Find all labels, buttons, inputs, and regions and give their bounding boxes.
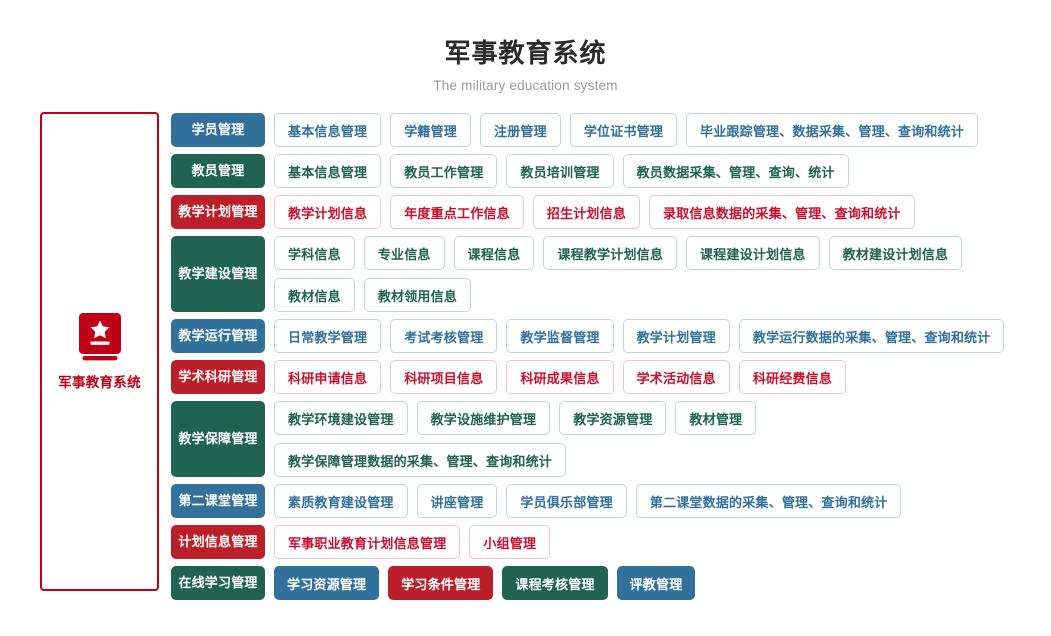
item-button[interactable]: 科研成果信息 [506,360,614,395]
item-button[interactable]: 教员培训管理 [506,154,614,189]
category-button[interactable]: 教员管理 [171,154,265,189]
page-title: 军事教育系统 [444,38,607,68]
item-button[interactable]: 考试考核管理 [390,319,498,354]
item-button[interactable]: 教学保障管理数据的采集、管理、查询和统计 [274,443,567,478]
category-row: 教学保障管理教学环境建设管理教学设施维护管理教学资源管理教材管理教学保障管理数据… [171,401,1051,478]
item-button[interactable]: 学科信息 [274,236,355,271]
item-button[interactable]: 注册管理 [480,113,561,148]
item-button[interactable]: 专业信息 [363,236,445,271]
item-button[interactable]: 日常教学管理 [274,319,382,354]
item-button[interactable]: 教员工作管理 [390,154,498,189]
category-row: 学员管理基本信息管理学籍管理注册管理学位证书管理毕业跟踪管理、数据采集、管理、查… [171,113,1051,148]
item-button[interactable]: 招生计划信息 [532,195,641,230]
item-button[interactable]: 科研项目信息 [390,360,498,395]
brand-panel: 军事教育系统 [40,112,159,592]
item-button[interactable]: 学位证书管理 [569,113,678,148]
item-button[interactable]: 素质教育建设管理 [274,484,408,519]
item-button[interactable]: 年度重点工作信息 [390,195,524,230]
item-button-group: 教学环境建设管理教学设施维护管理教学资源管理教材管理教学保障管理数据的采集、管理… [274,401,1051,478]
item-button-group: 教学计划信息年度重点工作信息招生计划信息录取信息数据的采集、管理、查询和统计 [274,195,1051,230]
item-button[interactable]: 教学资源管理 [559,401,667,436]
item-button[interactable]: 小组管理 [469,525,551,560]
item-button[interactable]: 课程信息 [453,236,535,271]
item-button-group: 基本信息管理教员工作管理教员培训管理教员数据采集、管理、查询、统计 [274,154,1051,189]
page-subtitle: The military education system [433,78,618,94]
category-button[interactable]: 计划信息管理 [171,525,265,560]
item-button[interactable]: 第二课堂数据的采集、管理、查询和统计 [635,484,902,519]
item-button[interactable]: 教材建设计划信息 [828,236,963,271]
item-button[interactable]: 学员俱乐部管理 [506,484,627,519]
category-rows: 学员管理基本信息管理学籍管理注册管理学位证书管理毕业跟踪管理、数据采集、管理、查… [171,112,1051,601]
item-button[interactable]: 教学设施维护管理 [416,401,551,436]
category-button[interactable]: 教学保障管理 [171,401,265,478]
category-row: 计划信息管理军事职业教育计划信息管理小组管理 [171,525,1051,560]
book-star-icon [77,312,123,362]
page-header: 军事教育系统 The military education system [0,0,1051,93]
category-row: 教学建设管理学科信息专业信息课程信息课程教学计划信息课程建设计划信息教材建设计划… [171,236,1051,313]
category-row: 教学运行管理日常教学管理考试考核管理教学监督管理教学计划管理教学运行数据的采集、… [171,319,1051,354]
item-button[interactable]: 录取信息数据的采集、管理、查询和统计 [649,195,915,230]
item-button[interactable]: 学习资源管理 [274,566,380,601]
category-button[interactable]: 教学计划管理 [171,195,265,230]
content-area: 军事教育系统 学员管理基本信息管理学籍管理注册管理学位证书管理毕业跟踪管理、数据… [0,93,1051,601]
category-row: 教学计划管理教学计划信息年度重点工作信息招生计划信息录取信息数据的采集、管理、查… [171,195,1051,230]
item-button[interactable]: 教学环境建设管理 [274,401,408,436]
item-button[interactable]: 学籍管理 [390,113,472,148]
item-button[interactable]: 讲座管理 [416,484,498,519]
item-button[interactable]: 基本信息管理 [274,113,382,148]
category-row: 教员管理基本信息管理教员工作管理教员培训管理教员数据采集、管理、查询、统计 [171,154,1051,189]
item-button[interactable]: 课程教学计划信息 [543,236,678,271]
category-row: 第二课堂管理素质教育建设管理讲座管理学员俱乐部管理第二课堂数据的采集、管理、查询… [171,484,1051,519]
item-button[interactable]: 毕业跟踪管理、数据采集、管理、查询和统计 [686,113,979,148]
item-button[interactable]: 教学运行数据的采集、管理、查询和统计 [738,319,1005,354]
brand-label: 军事教育系统 [58,375,141,391]
item-button[interactable]: 科研经费信息 [738,360,847,395]
category-button[interactable]: 学员管理 [171,113,265,148]
item-button[interactable]: 课程建设计划信息 [686,236,820,271]
category-button[interactable]: 第二课堂管理 [171,484,265,519]
item-button-group: 学科信息专业信息课程信息课程教学计划信息课程建设计划信息教材建设计划信息教材信息… [274,236,1051,313]
category-button[interactable]: 教学运行管理 [171,319,265,354]
item-button[interactable]: 评教管理 [616,566,696,601]
item-button[interactable]: 军事职业教育计划信息管理 [274,525,461,560]
category-button[interactable]: 教学建设管理 [171,236,265,313]
item-button[interactable]: 教材领用信息 [363,278,472,313]
item-button-group: 军事职业教育计划信息管理小组管理 [274,525,1051,560]
item-button[interactable]: 课程考核管理 [502,566,608,601]
category-row: 学术科研管理科研申请信息科研项目信息科研成果信息学术活动信息科研经费信息 [171,360,1051,395]
item-button-group: 学习资源管理学习条件管理课程考核管理评教管理 [274,566,1051,601]
item-button[interactable]: 教材管理 [675,401,757,436]
item-button-group: 素质教育建设管理讲座管理学员俱乐部管理第二课堂数据的采集、管理、查询和统计 [274,484,1051,519]
item-button[interactable]: 教员数据采集、管理、查询、统计 [622,154,849,189]
item-button[interactable]: 教学计划信息 [274,195,382,230]
item-button[interactable]: 学习条件管理 [388,566,494,601]
item-button[interactable]: 教材信息 [274,278,355,313]
item-button[interactable]: 学术活动信息 [622,360,730,395]
item-button[interactable]: 基本信息管理 [274,154,382,189]
item-button-group: 日常教学管理考试考核管理教学监督管理教学计划管理教学运行数据的采集、管理、查询和… [274,319,1051,354]
item-button-group: 科研申请信息科研项目信息科研成果信息学术活动信息科研经费信息 [274,360,1051,395]
category-button[interactable]: 学术科研管理 [171,360,265,395]
category-row: 在线学习管理学习资源管理学习条件管理课程考核管理评教管理 [171,566,1051,601]
item-button-group: 基本信息管理学籍管理注册管理学位证书管理毕业跟踪管理、数据采集、管理、查询和统计 [274,113,1051,148]
category-button[interactable]: 在线学习管理 [171,566,265,601]
item-button[interactable]: 教学监督管理 [506,319,614,354]
item-button[interactable]: 教学计划管理 [622,319,730,354]
item-button[interactable]: 科研申请信息 [274,360,382,395]
